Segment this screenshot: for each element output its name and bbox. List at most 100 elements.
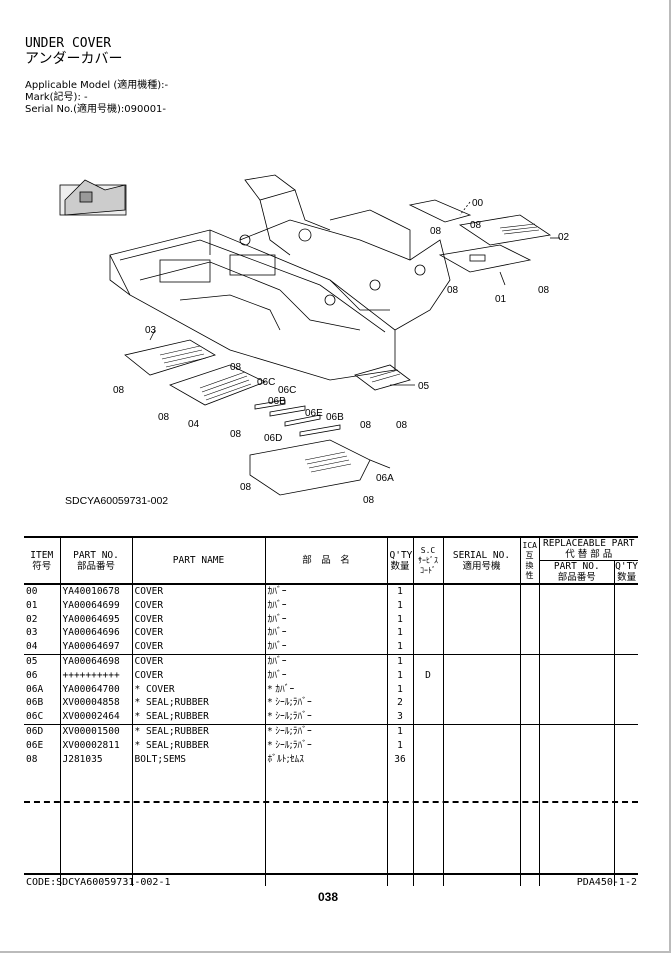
cell-item: 06C <box>26 711 44 723</box>
cell-repl-no <box>538 626 614 641</box>
cell-sc <box>412 584 443 599</box>
cell-name: * COVER <box>131 682 265 697</box>
cell-repl-qty <box>613 640 639 655</box>
cell-name: * SEAL;RUBBER <box>131 723 265 739</box>
cell-sc <box>412 723 443 739</box>
cell-ica <box>519 738 539 753</box>
callout-08: 08 <box>430 226 442 237</box>
cell-name: * SEAL;RUBBER <box>131 738 265 753</box>
cell-sc <box>412 682 443 697</box>
footer-rule <box>24 873 638 875</box>
cell-serial <box>442 626 520 641</box>
cell-part-no: XV00001500 <box>59 723 132 739</box>
cell-repl-qty <box>613 723 639 739</box>
page-title-jp: アンダーカバー <box>25 51 123 67</box>
cell-serial <box>442 612 520 627</box>
callout-06d: 06D <box>264 433 282 444</box>
callout-08: 08 <box>230 429 242 440</box>
cell-sc: D <box>412 668 443 683</box>
cell-item: 03 <box>26 627 38 639</box>
cell-jp: ｶﾊﾞｰ <box>264 598 387 613</box>
diagram-code: SDCYA60059731-002 <box>65 495 169 507</box>
cell-sc <box>412 598 443 613</box>
cell-ica <box>519 653 539 669</box>
cell-jp: * ｼｰﾙ;ﾗﾊﾞｰ <box>264 738 387 753</box>
cell-repl-qty <box>613 584 639 599</box>
cell-repl-no <box>538 612 614 627</box>
col-jp-name: 部 品 名 <box>264 536 387 585</box>
callout-08: 08 <box>538 285 550 296</box>
serial-number: Serial No.(適用号機):090001- <box>25 104 167 115</box>
cell-repl-qty <box>613 696 639 711</box>
cell-jp: * ｼｰﾙ;ﾗﾊﾞｰ <box>264 710 387 725</box>
cell-ica <box>519 682 539 697</box>
cell-serial <box>442 584 520 599</box>
page-title: UNDER COVER <box>25 36 112 51</box>
cell-repl-qty <box>613 682 639 697</box>
cell-item: 06E <box>26 739 44 751</box>
cell-serial <box>442 710 520 725</box>
callout-02: 02 <box>558 232 570 243</box>
table-filler-row <box>24 766 639 887</box>
cell-item: 06B <box>26 697 44 709</box>
cell-jp: ｶﾊﾞｰ <box>264 668 387 683</box>
mark: Mark(記号): - <box>25 92 88 103</box>
cell-qty: 1 <box>386 626 413 641</box>
cell-repl-no <box>538 653 614 669</box>
callout-06c: 06C <box>278 385 296 396</box>
cell-qty: 36 <box>386 752 413 767</box>
cell-ica <box>519 710 539 725</box>
cell-part-no: YA40010678 <box>59 584 132 599</box>
callout-08: 08 <box>158 412 170 423</box>
footer-code: CODE:SDCYA60059731-002-1 <box>26 877 171 888</box>
cell-repl-qty <box>613 626 639 641</box>
callout-06e: 06E <box>305 408 323 419</box>
cell-qty: 1 <box>386 668 413 683</box>
cell-item: 00 <box>26 586 38 597</box>
cell-jp: ﾎﾞﾙﾄ;ｾﾑｽ <box>264 752 387 767</box>
cell-sc <box>412 653 443 669</box>
cell-name: COVER <box>131 640 265 655</box>
cell-serial <box>442 598 520 613</box>
cell-sc <box>412 612 443 627</box>
cell-serial <box>442 640 520 655</box>
cell-jp: ｶﾊﾞｰ <box>264 640 387 655</box>
cell-sc <box>412 738 443 753</box>
cell-sc <box>412 696 443 711</box>
cell-repl-no <box>538 752 614 767</box>
cell-jp: ｶﾊﾞｰ <box>264 626 387 641</box>
cell-part-no: XV00002464 <box>59 710 132 725</box>
cell-part-no: XV00004858 <box>59 696 132 711</box>
cell-item: 06D <box>24 723 60 739</box>
cell-name: * SEAL;RUBBER <box>131 696 265 711</box>
cell-jp: ｶﾊﾞｰ <box>264 612 387 627</box>
cell-repl-qty <box>613 598 639 613</box>
cell-qty: 3 <box>386 710 413 725</box>
cell-name: BOLT;SEMS <box>131 752 265 767</box>
cell-qty: 1 <box>386 682 413 697</box>
cell-ica <box>519 584 539 599</box>
cell-repl-no <box>538 723 614 739</box>
cell-qty: 1 <box>386 653 413 669</box>
cell-name: COVER <box>131 598 265 613</box>
cell-repl-no <box>538 738 614 753</box>
cell-qty: 1 <box>386 584 413 599</box>
cell-name: COVER <box>131 612 265 627</box>
cell-serial <box>442 752 520 767</box>
callout-00: 00 <box>472 198 484 209</box>
cell-sc <box>412 710 443 725</box>
